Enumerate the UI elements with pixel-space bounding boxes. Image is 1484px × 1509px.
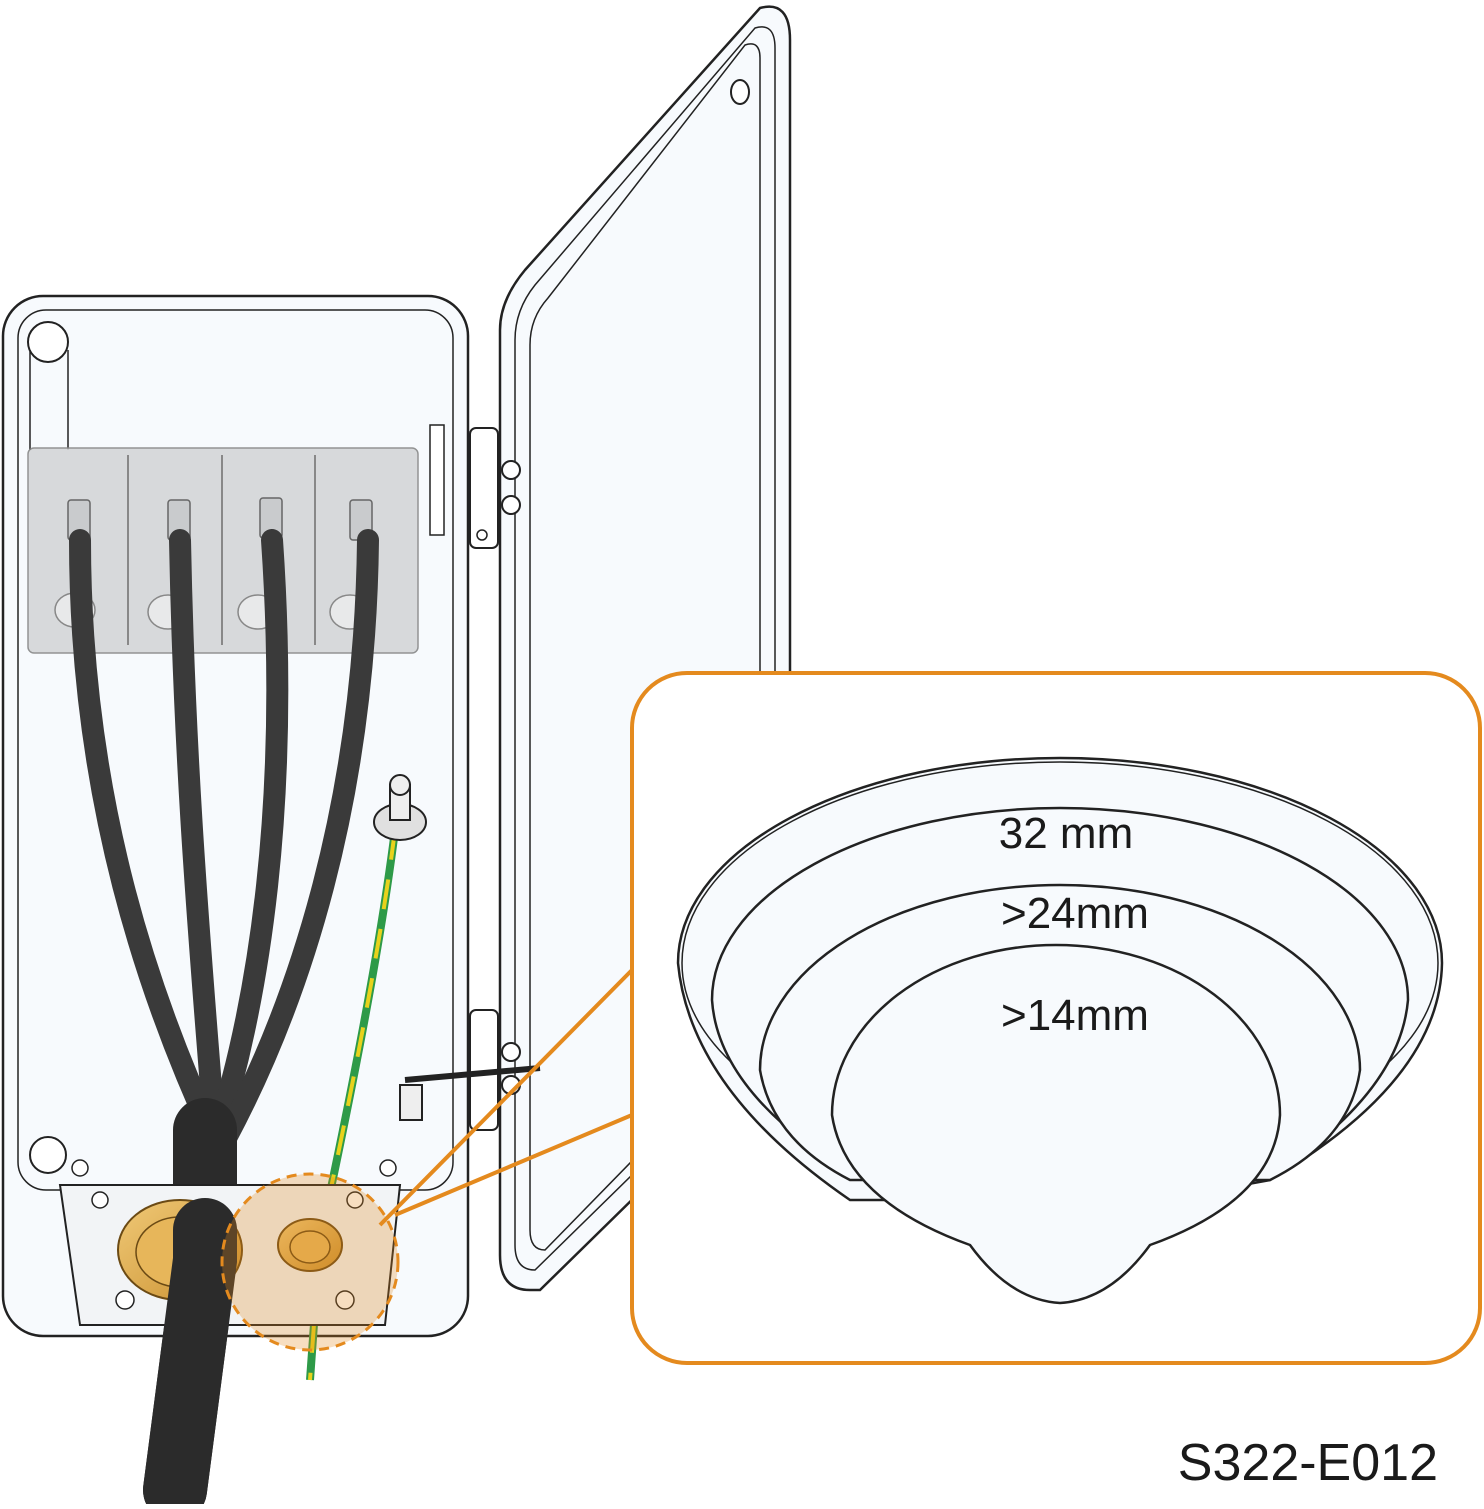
- door-screw-icon: [730, 79, 750, 105]
- figure-code: S322-E012: [1178, 1434, 1438, 1492]
- highlight-circle: [220, 1172, 400, 1352]
- corner-post-icon: [29, 1136, 67, 1174]
- label-inner-diameter: >14mm: [1001, 991, 1149, 1040]
- ground-screw-icon: [373, 774, 427, 841]
- label-outer-diameter: 32 mm: [999, 809, 1133, 858]
- callout-leader: [378, 968, 634, 1227]
- label-middle-diameter: >24mm: [1001, 889, 1149, 938]
- corner-post-icon: [27, 321, 69, 363]
- sealing-ring-icon: [676, 756, 1444, 1305]
- door-latch-icon: [399, 1065, 541, 1121]
